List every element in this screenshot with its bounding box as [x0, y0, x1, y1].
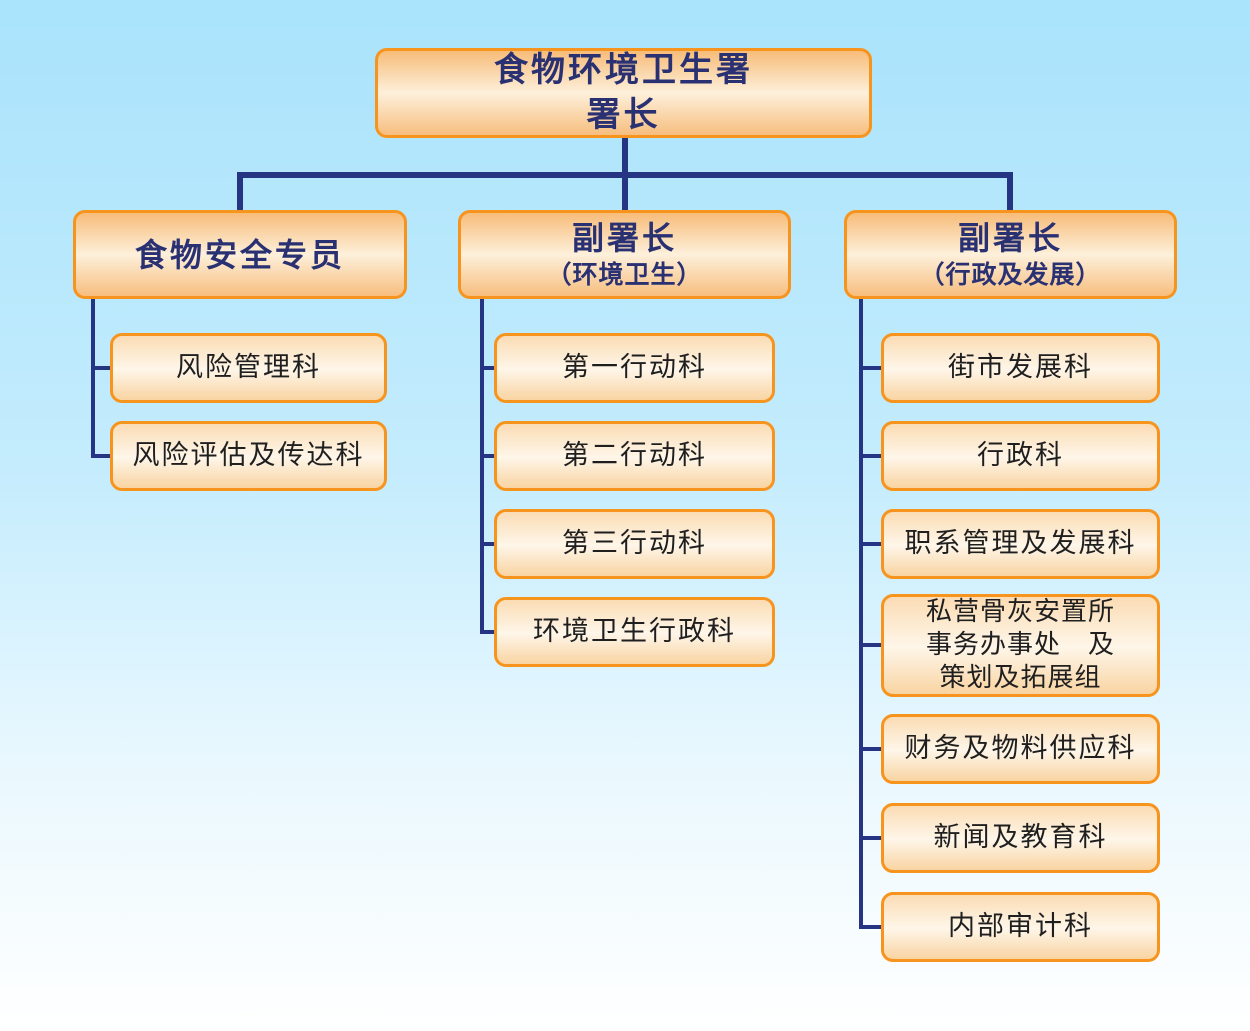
unit-risk-assessment-communication-label: 风险评估及传达科 — [132, 440, 365, 472]
unit-private-columbaria-planning-line-1: 私营骨灰安置所 — [925, 596, 1115, 627]
unit-risk-management-label: 风险管理科 — [176, 352, 321, 384]
unit-private-columbaria-planning-box: 私营骨灰安置所 事务办事处 及 策划及拓展组 — [881, 594, 1160, 697]
root-title-line-1: 食物环境卫生署 — [494, 50, 753, 91]
connector-branch3-stub-3 — [859, 542, 885, 546]
unit-grade-management-development-label: 职系管理及发展科 — [904, 528, 1137, 560]
connector-drop-middle — [622, 172, 628, 212]
unit-operations-1-box: 第一行动科 — [494, 333, 775, 403]
connector-branch3-vline — [859, 295, 863, 929]
unit-private-columbaria-planning-line-2: 事务办事处 及 — [925, 630, 1115, 660]
branch-deputy-director-admin-dev-subtitle: （行政及发展） — [919, 259, 1102, 289]
unit-administration-label: 行政科 — [977, 440, 1064, 472]
connector-branch2-vline — [480, 295, 484, 634]
branch-deputy-director-env-hygiene-title: 副署长 — [571, 218, 677, 257]
unit-operations-2-label: 第二行动科 — [562, 440, 707, 472]
branch-deputy-director-env-hygiene-subtitle: （环境卫生） — [546, 259, 703, 289]
connector-branch3-stub-4 — [859, 643, 885, 647]
unit-administration-box: 行政科 — [881, 421, 1160, 491]
unit-finance-supplies-label: 财务及物料供应科 — [904, 733, 1137, 765]
connector-branch2-stub-1 — [480, 366, 498, 370]
branch-deputy-director-env-hygiene-box: 副署长 （环境卫生） — [458, 210, 791, 299]
connector-branch2-stub-3 — [480, 542, 498, 546]
connector-branch3-stub-5 — [859, 747, 885, 751]
unit-communication-education-label: 新闻及教育科 — [933, 822, 1108, 854]
branch-deputy-director-admin-dev-box: 副署长 （行政及发展） — [844, 210, 1177, 299]
unit-env-hygiene-admin-box: 环境卫生行政科 — [494, 597, 775, 667]
branch-deputy-director-admin-dev-title: 副署长 — [957, 218, 1063, 257]
unit-operations-3-box: 第三行动科 — [494, 509, 775, 579]
branch-food-safety-commissioner-box: 食物安全专员 — [73, 210, 407, 299]
connector-branch1-stub-2 — [91, 454, 114, 458]
connector-branch3-stub-2 — [859, 454, 885, 458]
unit-internal-audit-label: 内部审计科 — [948, 911, 1093, 943]
connector-root-stem — [622, 136, 628, 174]
unit-market-development-box: 街市发展科 — [881, 333, 1160, 403]
unit-internal-audit-box: 内部审计科 — [881, 892, 1160, 962]
unit-private-columbaria-planning-line-3: 策划及拓展组 — [939, 663, 1102, 694]
connector-branch2-stub-2 — [480, 454, 498, 458]
unit-communication-education-box: 新闻及教育科 — [881, 803, 1160, 873]
connector-branch3-stub-1 — [859, 366, 885, 370]
connector-drop-left — [237, 172, 243, 212]
unit-risk-assessment-communication-box: 风险评估及传达科 — [110, 421, 387, 491]
unit-operations-3-label: 第三行动科 — [562, 528, 707, 560]
branch-food-safety-commissioner-title: 食物安全专员 — [134, 235, 345, 274]
unit-risk-management-box: 风险管理科 — [110, 333, 387, 403]
root-title-line-2: 署长 — [586, 95, 661, 135]
unit-market-development-label: 街市发展科 — [948, 352, 1093, 384]
unit-operations-1-label: 第一行动科 — [562, 352, 707, 384]
connector-drop-right — [1007, 172, 1013, 212]
connector-branch3-stub-6 — [859, 836, 885, 840]
root-box: 食物环境卫生署 署长 — [375, 48, 872, 138]
connector-branch1-stub-1 — [91, 366, 114, 370]
connector-branch1-vline — [91, 295, 95, 458]
unit-grade-management-development-box: 职系管理及发展科 — [881, 509, 1160, 579]
unit-env-hygiene-admin-label: 环境卫生行政科 — [533, 616, 736, 648]
unit-operations-2-box: 第二行动科 — [494, 421, 775, 491]
unit-finance-supplies-box: 财务及物料供应科 — [881, 714, 1160, 784]
connector-branch2-stub-4 — [480, 630, 498, 634]
connector-branch3-stub-7 — [859, 925, 885, 929]
